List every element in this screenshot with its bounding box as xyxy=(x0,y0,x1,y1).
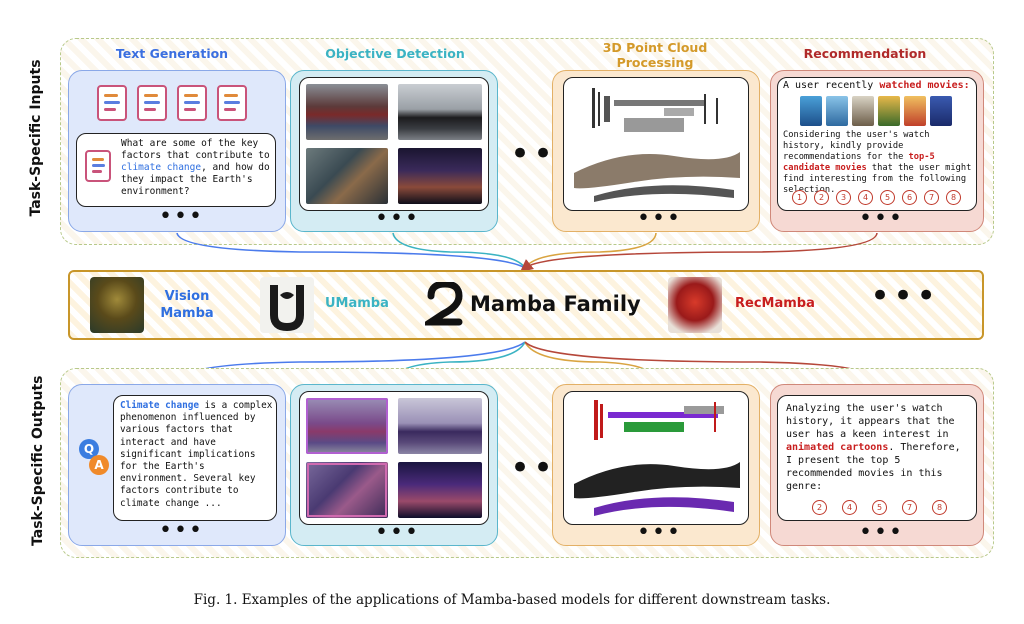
movie-poster xyxy=(800,96,822,126)
detection-output-panel: ••• xyxy=(290,384,498,546)
street-work-photo xyxy=(306,148,388,204)
candidate-number: 5 xyxy=(880,190,895,205)
candidate-number: 7 xyxy=(924,190,939,205)
more-models-icon: ••• xyxy=(870,276,940,316)
point-cloud-output-panel: ••• xyxy=(552,384,760,546)
candidate-number: 6 xyxy=(902,190,917,205)
candidate-number: 1 xyxy=(792,190,807,205)
segmented-point-cloud-card xyxy=(563,391,749,525)
recommendation-answer-card: Analyzing the user's watch history, it a… xyxy=(777,395,977,521)
movie-poster xyxy=(852,96,874,126)
umamba-snake-image xyxy=(260,277,314,333)
detection-images-card xyxy=(299,77,489,211)
text-prompt: What are some of the key factors that co… xyxy=(121,138,270,197)
vision-mamba-label: Vision Mamba xyxy=(160,289,214,321)
recommended-number: 7 xyxy=(902,500,917,515)
document-icon xyxy=(177,85,207,121)
recommendation-prompt-card: A user recently watched movies: Consider… xyxy=(777,77,977,211)
movie-poster xyxy=(930,96,952,126)
document-icon xyxy=(85,150,111,182)
arrow-point-cloud-in xyxy=(524,232,657,269)
detection-results-card xyxy=(299,391,489,525)
vision-mamba-snake-image xyxy=(90,277,144,333)
figure-caption: Fig. 1. Examples of the applications of … xyxy=(193,592,831,608)
recommended-number: 4 xyxy=(842,500,857,515)
point-cloud-input-panel: ••• xyxy=(552,70,760,232)
detected-group-photo xyxy=(306,398,388,454)
recmamba-snake-image xyxy=(668,277,722,333)
arrow-detection-in xyxy=(392,232,526,269)
ellipsis-icon: ••• xyxy=(637,520,682,545)
detected-car-photo xyxy=(398,398,482,454)
header-text-generation: Text Generation xyxy=(115,46,229,61)
header-objective-detection: Objective Detection xyxy=(325,46,465,61)
text-prompt-card: What are some of the key factors that co… xyxy=(76,133,276,207)
text-answer-card: Climate change is a complex phenomenon i… xyxy=(113,395,277,521)
rec-answer: Analyzing the user's watch history, it a… xyxy=(786,403,961,492)
ellipsis-icon: ••• xyxy=(859,206,904,231)
recmamba-label: RecMamba xyxy=(735,296,815,311)
ellipsis-icon: ••• xyxy=(637,206,682,231)
ellipsis-icon: ••• xyxy=(159,518,204,543)
rec-request: Considering the user's watch history, ki… xyxy=(783,130,972,195)
movie-poster xyxy=(878,96,900,126)
question-bubble-icon: Q xyxy=(79,439,99,459)
recommended-number: 2 xyxy=(812,500,827,515)
ellipsis-icon: ••• xyxy=(375,206,420,231)
point-cloud-card xyxy=(563,77,749,211)
document-icon xyxy=(97,85,127,121)
answer-bubble-icon: A xyxy=(89,455,109,475)
candidate-number: 8 xyxy=(946,190,961,205)
text-answer: Climate change is a complex phenomenon i… xyxy=(120,400,273,509)
segmented-point-cloud xyxy=(574,400,740,516)
group-photo xyxy=(306,84,388,140)
qa-icon: Q A xyxy=(79,439,111,479)
text-generation-input-panel: What are some of the key factors that co… xyxy=(68,70,286,232)
recommendation-input-panel: A user recently watched movies: Consider… xyxy=(770,70,984,232)
point-cloud-scan xyxy=(574,88,740,202)
detected-street-work-photo xyxy=(306,462,388,518)
car-photo xyxy=(398,84,482,140)
ellipsis-icon: ••• xyxy=(859,520,904,545)
header-recommendation: Recommendation xyxy=(803,46,927,61)
rec-intro: A user recently watched movies: xyxy=(783,80,970,91)
detection-input-panel: ••• xyxy=(290,70,498,232)
umamba-label: UMamba xyxy=(325,296,389,311)
detected-night-street-photo xyxy=(398,462,482,518)
ellipsis-icon: ••• xyxy=(375,520,420,545)
header-point-cloud: 3D Point Cloud Processing xyxy=(602,40,708,70)
candidate-number: 4 xyxy=(858,190,873,205)
candidate-number: 2 xyxy=(814,190,829,205)
recommended-number: 8 xyxy=(932,500,947,515)
arrow-rec-in xyxy=(519,232,878,272)
mamba-logo-icon xyxy=(425,282,463,326)
text-generation-output-panel: Q A Climate change is a complex phenomen… xyxy=(68,384,286,546)
document-icon xyxy=(137,85,167,121)
movie-poster xyxy=(826,96,848,126)
document-icon xyxy=(217,85,247,121)
movie-poster xyxy=(904,96,926,126)
recommended-number: 5 xyxy=(872,500,887,515)
night-street-photo xyxy=(398,148,482,204)
arrow-text-gen-in xyxy=(176,232,526,269)
recommendation-output-panel: Analyzing the user's watch history, it a… xyxy=(770,384,984,546)
mamba-family-title: Mamba Family xyxy=(470,292,641,316)
mamba-family-bar: Vision Mamba UMamba Mamba Family RecMamb… xyxy=(68,270,984,340)
outputs-side-label: Task-Specific Outputs xyxy=(30,375,46,546)
ellipsis-icon: ••• xyxy=(159,204,204,229)
candidate-number: 3 xyxy=(836,190,851,205)
